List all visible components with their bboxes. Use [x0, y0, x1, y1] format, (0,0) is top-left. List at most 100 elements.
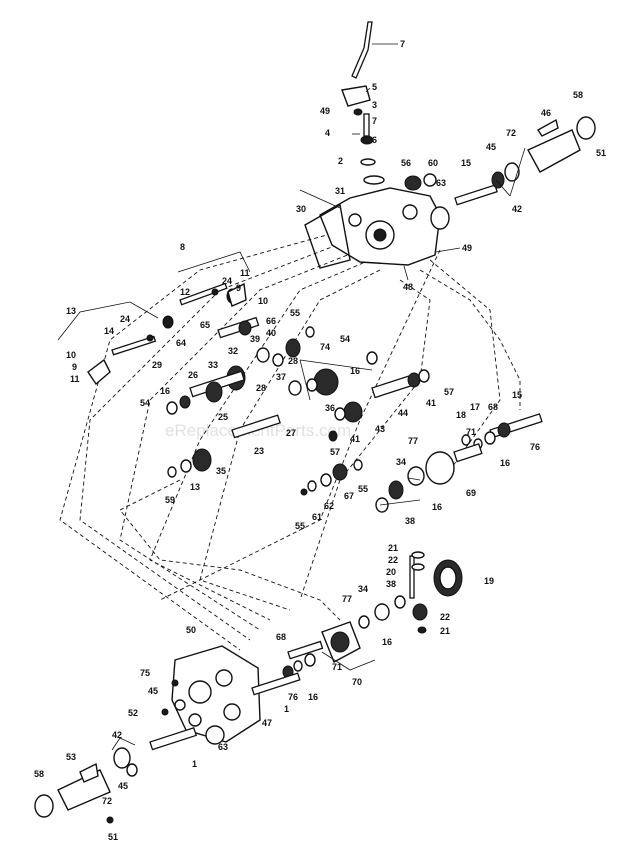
callout-77: 77	[342, 594, 352, 604]
callout-23: 23	[254, 446, 264, 456]
callout-43: 43	[375, 424, 385, 434]
callout-53: 53	[66, 752, 76, 762]
callout-21: 21	[388, 543, 398, 553]
callout-44: 44	[398, 408, 408, 418]
callout-11: 11	[240, 268, 250, 278]
callout-16: 16	[350, 366, 360, 376]
callout-12: 12	[180, 287, 190, 297]
callout-leader-lines	[111, 43, 526, 751]
callout-42: 42	[112, 730, 122, 740]
lower-housing	[149, 645, 301, 751]
callout-30: 30	[296, 204, 306, 214]
callout-70: 70	[352, 677, 362, 687]
callout-63: 63	[218, 742, 228, 752]
callout-54: 54	[340, 334, 350, 344]
callout-16: 16	[382, 637, 392, 647]
callout-22: 22	[440, 612, 450, 622]
callout-58: 58	[34, 769, 44, 779]
differential-assembly	[282, 551, 463, 679]
callout-41: 41	[350, 434, 360, 444]
callout-62: 62	[324, 501, 334, 511]
callout-50: 50	[186, 625, 196, 635]
callout-22: 22	[388, 555, 398, 565]
callout-40: 40	[266, 328, 276, 338]
callout-60: 60	[428, 158, 438, 168]
callout-29: 29	[152, 360, 162, 370]
callout-46: 46	[541, 108, 551, 118]
callout-68: 68	[276, 632, 286, 642]
callout-52: 52	[128, 708, 138, 718]
callout-13: 13	[190, 482, 200, 492]
callout-72: 72	[506, 128, 516, 138]
callout-26: 26	[188, 370, 198, 380]
callout-57: 57	[330, 447, 340, 457]
callout-24: 24	[222, 276, 232, 286]
callout-16: 16	[160, 386, 170, 396]
callout-48: 48	[403, 282, 413, 292]
callout-27: 27	[286, 428, 296, 438]
callout-61: 61	[312, 512, 322, 522]
callout-41: 41	[426, 398, 436, 408]
callout-24: 24	[120, 314, 130, 324]
callout-55: 55	[295, 521, 305, 531]
callout-16: 16	[500, 458, 510, 468]
callout-37: 37	[276, 372, 286, 382]
shift-fork-assembly	[57, 251, 251, 386]
callout-68: 68	[488, 402, 498, 412]
callout-74: 74	[320, 342, 330, 352]
callout-66: 66	[266, 316, 276, 326]
callout-9: 9	[236, 283, 241, 293]
callout-16: 16	[432, 502, 442, 512]
callout-20: 20	[386, 567, 396, 577]
callout-35: 35	[216, 466, 226, 476]
callout-15: 15	[461, 158, 471, 168]
callout-76: 76	[288, 692, 298, 702]
callout-51: 51	[596, 148, 606, 158]
callout-54: 54	[140, 398, 150, 408]
callout-32: 32	[228, 346, 238, 356]
callout-55: 55	[290, 308, 300, 318]
callout-76: 76	[530, 442, 540, 452]
callout-45: 45	[148, 686, 158, 696]
callout-72: 72	[102, 796, 112, 806]
callout-71: 71	[466, 427, 476, 437]
callout-39: 39	[250, 334, 260, 344]
callout-28: 28	[288, 356, 298, 366]
callout-51: 51	[108, 832, 118, 842]
callout-1: 1	[284, 704, 289, 714]
callout-17: 17	[470, 402, 480, 412]
callout-77: 77	[408, 436, 418, 446]
callout-11: 11	[70, 374, 80, 384]
callout-58: 58	[573, 90, 583, 100]
callout-47: 47	[262, 718, 272, 728]
upper-housing	[304, 116, 596, 269]
callout-13: 13	[66, 306, 76, 316]
callout-labels: 7 5 49 3 7 4 6 2 56 60 31 63 15 45 72 46…	[34, 39, 606, 842]
callout-56: 56	[401, 158, 411, 168]
callout-25: 25	[218, 412, 228, 422]
callout-63: 63	[436, 178, 446, 188]
callout-5: 5	[372, 82, 377, 92]
callout-59: 59	[165, 495, 175, 505]
callout-3: 3	[372, 100, 377, 110]
callout-9: 9	[72, 362, 77, 372]
callout-65: 65	[200, 320, 210, 330]
callout-71: 71	[332, 662, 342, 672]
callout-64: 64	[176, 338, 186, 348]
callout-21: 21	[440, 626, 450, 636]
callout-18: 18	[456, 410, 466, 420]
callout-6: 6	[372, 135, 377, 145]
callout-49: 49	[320, 106, 330, 116]
middle-gear-cluster	[166, 316, 430, 496]
lower-axle-housing	[34, 747, 138, 824]
shift-lever-assembly	[341, 21, 385, 185]
callout-75: 75	[140, 668, 150, 678]
callout-28: 28	[256, 383, 266, 393]
callout-36: 36	[325, 403, 335, 413]
callout-34: 34	[396, 457, 406, 467]
callout-31: 31	[335, 186, 345, 196]
callout-67: 67	[344, 491, 354, 501]
callout-42: 42	[512, 204, 522, 214]
